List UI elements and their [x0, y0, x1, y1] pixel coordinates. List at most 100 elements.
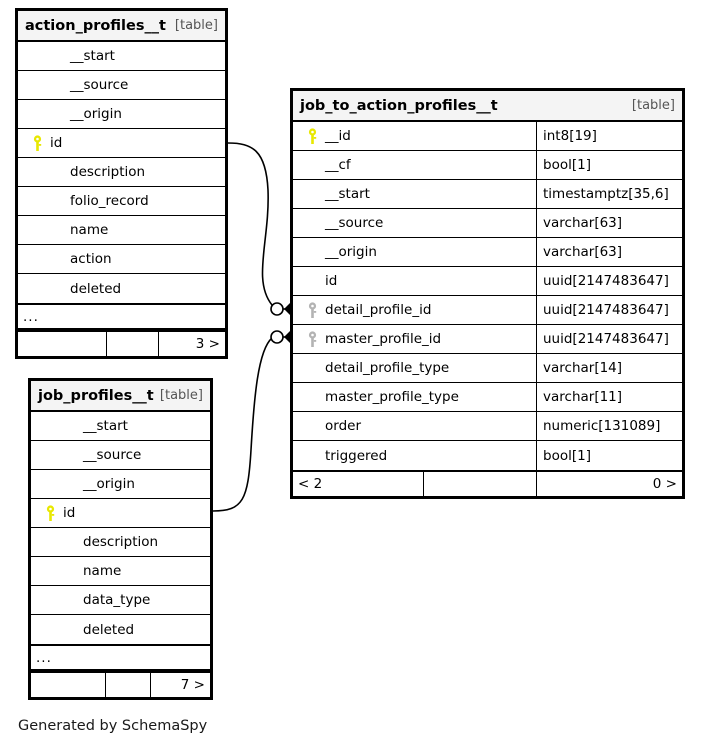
- column-row[interactable]: triggered bool[1]: [293, 441, 682, 470]
- column-row[interactable]: data_type: [31, 586, 210, 615]
- column-row[interactable]: master_profile_type varchar[11]: [293, 383, 682, 412]
- column-row[interactable]: deleted: [18, 274, 225, 303]
- column-name-cell: master_profile_id: [293, 325, 536, 353]
- column-type-cell: bool[1]: [536, 151, 682, 179]
- column-type-cell: uuid[2147483647]: [536, 267, 682, 295]
- column-name-cell: __start: [31, 412, 210, 440]
- column-name-cell: deleted: [18, 274, 225, 303]
- footer-right-cell[interactable]: 7 >: [150, 673, 210, 697]
- entity-title: job_profiles__t: [38, 387, 154, 404]
- column-label: description: [83, 534, 159, 550]
- column-label: detail_profile_type: [325, 360, 450, 376]
- column-name-cell: __start: [293, 180, 536, 208]
- column-type-cell: uuid[2147483647]: [536, 325, 682, 353]
- column-label: id: [63, 505, 76, 521]
- foreign-key-icon: [299, 330, 325, 348]
- column-name-cell: detail_profile_type: [293, 354, 536, 382]
- column-label: deleted: [70, 280, 122, 297]
- generated-by-caption: Generated by SchemaSpy: [18, 718, 208, 734]
- footer-left-cell[interactable]: [18, 332, 106, 356]
- column-row-primary-key[interactable]: id: [18, 129, 225, 158]
- footer-middle-cell[interactable]: [106, 332, 158, 356]
- column-name-cell: __origin: [293, 238, 536, 266]
- column-label: __cf: [325, 157, 351, 173]
- column-row-primary-key[interactable]: __id int8[19]: [293, 122, 682, 151]
- column-name-cell: triggered: [293, 441, 536, 470]
- column-row-foreign-key[interactable]: detail_profile_id uuid[2147483647]: [293, 296, 682, 325]
- column-name-cell: __cf: [293, 151, 536, 179]
- column-type-cell: timestamptz[35,6]: [536, 180, 682, 208]
- column-row[interactable]: folio_record: [18, 187, 225, 216]
- footer-left-cell[interactable]: [31, 673, 105, 697]
- column-name-cell: __source: [31, 441, 210, 469]
- footer-middle-cell[interactable]: [423, 472, 536, 496]
- entity-footer-action-profiles: 3 >: [18, 330, 225, 356]
- column-name-cell: order: [293, 412, 536, 440]
- column-row[interactable]: description: [18, 158, 225, 187]
- more-columns-indicator[interactable]: ...: [31, 644, 210, 671]
- column-name-cell: __origin: [18, 100, 225, 128]
- foreign-key-icon: [299, 301, 325, 319]
- column-row[interactable]: __origin: [18, 100, 225, 129]
- column-row[interactable]: __source varchar[63]: [293, 209, 682, 238]
- entity-kind-label: [table]: [174, 18, 218, 33]
- column-row[interactable]: name: [18, 216, 225, 245]
- column-type-cell: varchar[63]: [536, 238, 682, 266]
- column-row[interactable]: description: [31, 528, 210, 557]
- column-name-cell: description: [18, 158, 225, 186]
- column-name-cell: data_type: [31, 586, 210, 614]
- column-name-cell: __id: [293, 122, 536, 150]
- column-row[interactable]: __cf bool[1]: [293, 151, 682, 180]
- column-label: triggered: [325, 447, 388, 464]
- column-label: __start: [83, 418, 128, 434]
- column-label: order: [325, 418, 361, 434]
- column-row[interactable]: __source: [18, 71, 225, 100]
- primary-key-icon: [37, 504, 63, 522]
- column-name-cell: __origin: [31, 470, 210, 498]
- entity-title: action_profiles__t: [25, 17, 166, 34]
- column-name-cell: deleted: [31, 615, 210, 644]
- column-row[interactable]: name: [31, 557, 210, 586]
- footer-right-cell[interactable]: 0 >: [536, 472, 682, 496]
- column-row[interactable]: __start timestamptz[35,6]: [293, 180, 682, 209]
- entity-table-job-to-action-profiles[interactable]: job_to_action_profiles__t [table] __id i…: [290, 88, 685, 499]
- entity-table-action-profiles[interactable]: action_profiles__t [table] __start __sou…: [15, 8, 228, 359]
- column-label: description: [70, 164, 146, 180]
- column-label: __start: [70, 48, 115, 64]
- column-label: name: [83, 563, 122, 579]
- column-name-cell: name: [18, 216, 225, 244]
- column-name-cell: __start: [18, 42, 225, 70]
- footer-right-cell[interactable]: 3 >: [158, 332, 225, 356]
- footer-left-cell[interactable]: < 2: [298, 476, 323, 492]
- column-row[interactable]: __source: [31, 441, 210, 470]
- column-row-primary-key[interactable]: id: [31, 499, 210, 528]
- footer-middle-cell[interactable]: [105, 673, 150, 697]
- column-type-cell: bool[1]: [536, 441, 682, 470]
- column-row[interactable]: order numeric[131089]: [293, 412, 682, 441]
- column-row[interactable]: deleted: [31, 615, 210, 644]
- column-label: __source: [325, 215, 384, 231]
- column-name-cell: action: [18, 245, 225, 273]
- more-columns-indicator[interactable]: ...: [18, 303, 225, 330]
- column-row[interactable]: id uuid[2147483647]: [293, 267, 682, 296]
- column-name-cell: __source: [293, 209, 536, 237]
- column-label: folio_record: [70, 193, 149, 209]
- column-type-cell: varchar[11]: [536, 383, 682, 411]
- column-row[interactable]: __origin: [31, 470, 210, 499]
- column-row[interactable]: action: [18, 245, 225, 274]
- column-row[interactable]: __origin varchar[63]: [293, 238, 682, 267]
- column-label: id: [50, 135, 63, 151]
- column-label: __origin: [83, 476, 135, 492]
- column-row[interactable]: __start: [31, 412, 210, 441]
- column-type-cell: uuid[2147483647]: [536, 296, 682, 324]
- entity-footer-job-to-action-profiles: < 2 0 >: [293, 470, 682, 496]
- entity-header-action-profiles: action_profiles__t [table]: [18, 11, 225, 42]
- entity-table-job-profiles[interactable]: job_profiles__t [table] __start __source…: [28, 378, 213, 700]
- column-row[interactable]: detail_profile_type varchar[14]: [293, 354, 682, 383]
- column-name-cell: folio_record: [18, 187, 225, 215]
- column-label: detail_profile_id: [325, 302, 432, 318]
- column-row[interactable]: __start: [18, 42, 225, 71]
- column-row-foreign-key[interactable]: master_profile_id uuid[2147483647]: [293, 325, 682, 354]
- column-type-cell: numeric[131089]: [536, 412, 682, 440]
- column-label: name: [70, 222, 109, 238]
